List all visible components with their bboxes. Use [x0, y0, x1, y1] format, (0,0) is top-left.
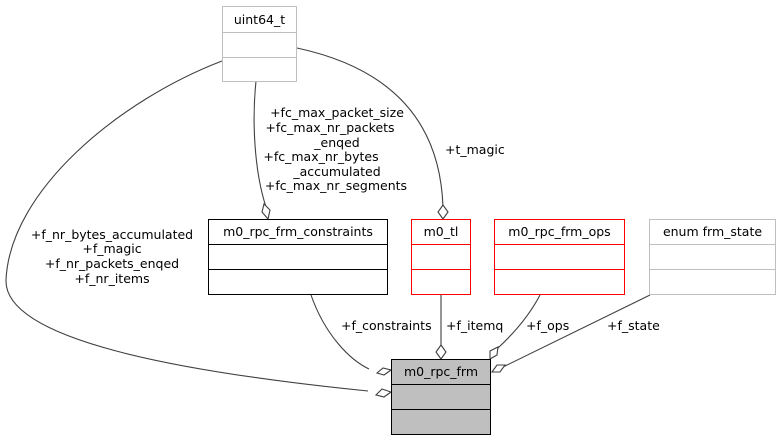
edge-label-f-ops: +f_ops	[526, 318, 569, 333]
node-title: m0_rpc_frm_ops	[508, 224, 610, 239]
svg-text:_enqed: _enqed	[313, 135, 359, 150]
node-enum-frm-state[interactable]: enum frm_state	[649, 219, 776, 295]
node-m0-tl[interactable]: m0_tl	[411, 219, 471, 295]
edge-ops-to-frm	[497, 294, 541, 349]
edge-label-frm-uint64-fields: +f_nr_bytes_accumulated +f_magic +f_nr_p…	[31, 227, 193, 286]
svg-text:+f_magic: +f_magic	[82, 241, 141, 256]
edge-state-to-frm	[502, 294, 651, 368]
node-m0-rpc-frm-ops[interactable]: m0_rpc_frm_ops	[494, 219, 625, 295]
aggregation-diamond	[435, 344, 447, 360]
svg-text:_accumulated: _accumulated	[292, 164, 380, 179]
node-title: uint64_t	[234, 12, 285, 27]
aggregation-diamond	[261, 202, 271, 221]
edge-uint64-to-constraints	[253, 80, 267, 208]
aggregation-diamond	[490, 364, 507, 373]
edge-label-f-state: +f_state	[607, 318, 660, 333]
svg-text:+fc_max_nr_packets: +fc_max_nr_packets	[265, 120, 394, 135]
edge-label-f-constraints: +f_constraints	[341, 318, 432, 333]
node-title: m0_tl	[424, 224, 459, 239]
edge-label-constraints-fields: +fc_max_packet_size +fc_max_nr_packets _…	[263, 105, 407, 193]
svg-text:+f_nr_packets_enqed: +f_nr_packets_enqed	[45, 256, 179, 271]
edge-label-f-itemq: +f_itemq	[446, 318, 503, 333]
svg-text:+fc_max_nr_bytes: +fc_max_nr_bytes	[263, 149, 378, 164]
edge-label-t-magic: +t_magic	[445, 142, 505, 157]
aggregation-diamond	[437, 204, 449, 220]
node-title: enum frm_state	[663, 224, 762, 239]
svg-text:+f_nr_bytes_accumulated: +f_nr_bytes_accumulated	[31, 227, 193, 242]
aggregation-diamond	[374, 388, 393, 398]
edge-uint64-to-tl	[296, 47, 444, 208]
node-uint64-t[interactable]: uint64_t	[222, 6, 297, 82]
svg-text:+fc_max_packet_size: +fc_max_packet_size	[270, 105, 404, 120]
node-m0-rpc-frm[interactable]: m0_rpc_frm	[391, 359, 491, 435]
node-m0-rpc-frm-constraints[interactable]: m0_rpc_frm_constraints	[208, 219, 388, 295]
aggregation-diamond	[489, 346, 499, 360]
svg-text:+fc_max_nr_segments: +fc_max_nr_segments	[265, 178, 407, 193]
node-title: m0_rpc_frm	[404, 364, 478, 379]
edge-uint64-to-frm	[5, 60, 369, 392]
edge-constraints-to-frm	[310, 294, 370, 370]
node-title: m0_rpc_frm_constraints	[223, 224, 373, 239]
svg-text:+f_nr_items: +f_nr_items	[74, 271, 149, 286]
aggregation-diamond	[375, 367, 393, 376]
